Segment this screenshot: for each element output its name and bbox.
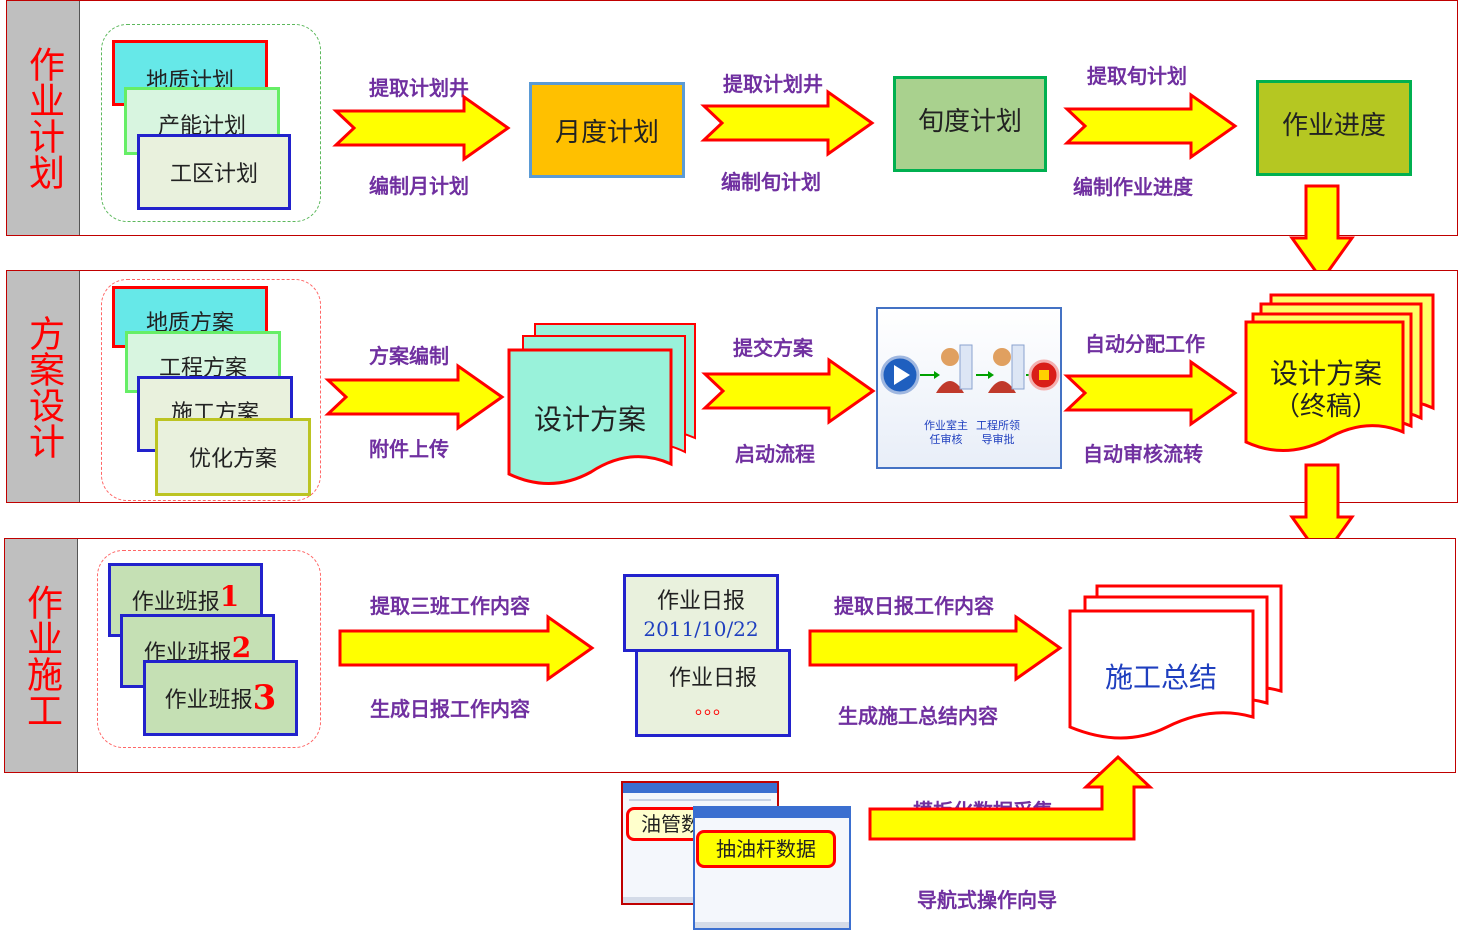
plan-arrow1-bottom-label: 编制月计划	[369, 174, 469, 198]
design-arrow2-bottom-label: 启动流程	[735, 442, 815, 466]
design-arrow-1	[324, 363, 505, 431]
construction-arrow2-bottom-label: 生成施工总结内容	[838, 704, 998, 728]
shift-number-1: 1	[219, 580, 240, 613]
summary-label: 施工总结	[1104, 661, 1217, 694]
design-arrow2-top-label: 提交方案	[733, 336, 813, 360]
final-design-line2: （终稿）	[1273, 392, 1378, 422]
construction-arrow1-bottom-label: 生成日报工作内容	[370, 697, 530, 721]
daily-report-dots: 。。。	[695, 698, 731, 719]
construction-arrow1-top-label: 提取三班工作内容	[370, 594, 530, 618]
shift-report-group	[97, 550, 321, 748]
plan-arrow3-top-label: 提取旬计划	[1087, 64, 1187, 88]
daily-report-date: 2011/10/22	[643, 617, 759, 641]
band-plan-label: 作业计划	[7, 1, 80, 235]
doc-tenday-plan[interactable]: 旬度计划	[893, 76, 1047, 172]
design-arrow1-top-label: 方案编制	[369, 344, 449, 368]
band-construction-label: 作业施工	[5, 539, 78, 772]
workflow-panel[interactable]: 作业室主任审核 工程所领导审批	[876, 307, 1062, 469]
tubing-window-titlebar	[623, 783, 777, 793]
construction-arrow-1	[338, 614, 595, 682]
final-design-stack	[1244, 293, 1435, 452]
shift-number-2: 2	[231, 631, 252, 664]
plan-arrow1-top-label: 提取计划井	[369, 76, 469, 100]
design-arrow-2	[701, 357, 876, 425]
plan-arrow-3	[1063, 92, 1238, 160]
design-arrow3-bottom-label: 自动审核流转	[1083, 442, 1203, 466]
design-plan-label: 设计方案	[533, 403, 646, 436]
band-design-label: 方案设计	[7, 271, 80, 502]
shift-number-3: 3	[252, 678, 277, 718]
design-arrow3-top-label: 自动分配工作	[1085, 332, 1205, 356]
plan-arrow2-top-label: 提取计划井	[723, 72, 823, 96]
tubing-window-body-lines	[629, 799, 771, 801]
sucker-rod-window[interactable]	[693, 806, 851, 930]
workflow-graphic	[880, 344, 1060, 395]
workflow-step1-label: 作业室主任审核	[924, 419, 968, 446]
plan-arrow3-bottom-label: 编制作业进度	[1073, 175, 1193, 199]
doc-monthly-plan[interactable]: 月度计划	[529, 82, 685, 178]
construction-arrow2-top-label: 提取日报工作内容	[834, 594, 994, 618]
plan-doc-group	[101, 24, 321, 222]
construction-arrow-2	[808, 614, 1063, 682]
workflow-step2-label: 工程所领导审批	[976, 419, 1020, 446]
sucker-rod-data-button[interactable]: 抽油杆数据	[696, 830, 836, 868]
bottom-up-arrow	[868, 754, 1154, 841]
daily-report-1[interactable]: 作业日报 2011/10/22	[623, 574, 779, 652]
doc-work-progress[interactable]: 作业进度	[1256, 80, 1412, 176]
doc-district-plan[interactable]: 工区计划	[137, 134, 291, 210]
sucker-rod-window-titlebar	[695, 808, 849, 818]
design-plan-stack	[507, 323, 696, 485]
design-doc-group	[101, 279, 321, 501]
daily-report-2[interactable]: 作业日报 。。。	[635, 649, 791, 737]
plan-arrow2-bottom-label: 编制旬计划	[721, 170, 821, 194]
plan-arrow-2	[700, 89, 875, 157]
summary-stack	[1068, 584, 1283, 740]
doc-optimization-design[interactable]: 优化方案	[155, 418, 311, 496]
plan-arrow-1	[332, 94, 511, 162]
down-arrow-plan-to-design	[1289, 184, 1355, 283]
sucker-rod-window-status	[695, 922, 849, 928]
design-arrow-3	[1063, 359, 1238, 427]
design-arrow1-bottom-label: 附件上传	[369, 437, 449, 461]
final-design-line1: 设计方案	[1269, 357, 1382, 390]
navigation-guide-label: 导航式操作向导	[917, 888, 1057, 912]
